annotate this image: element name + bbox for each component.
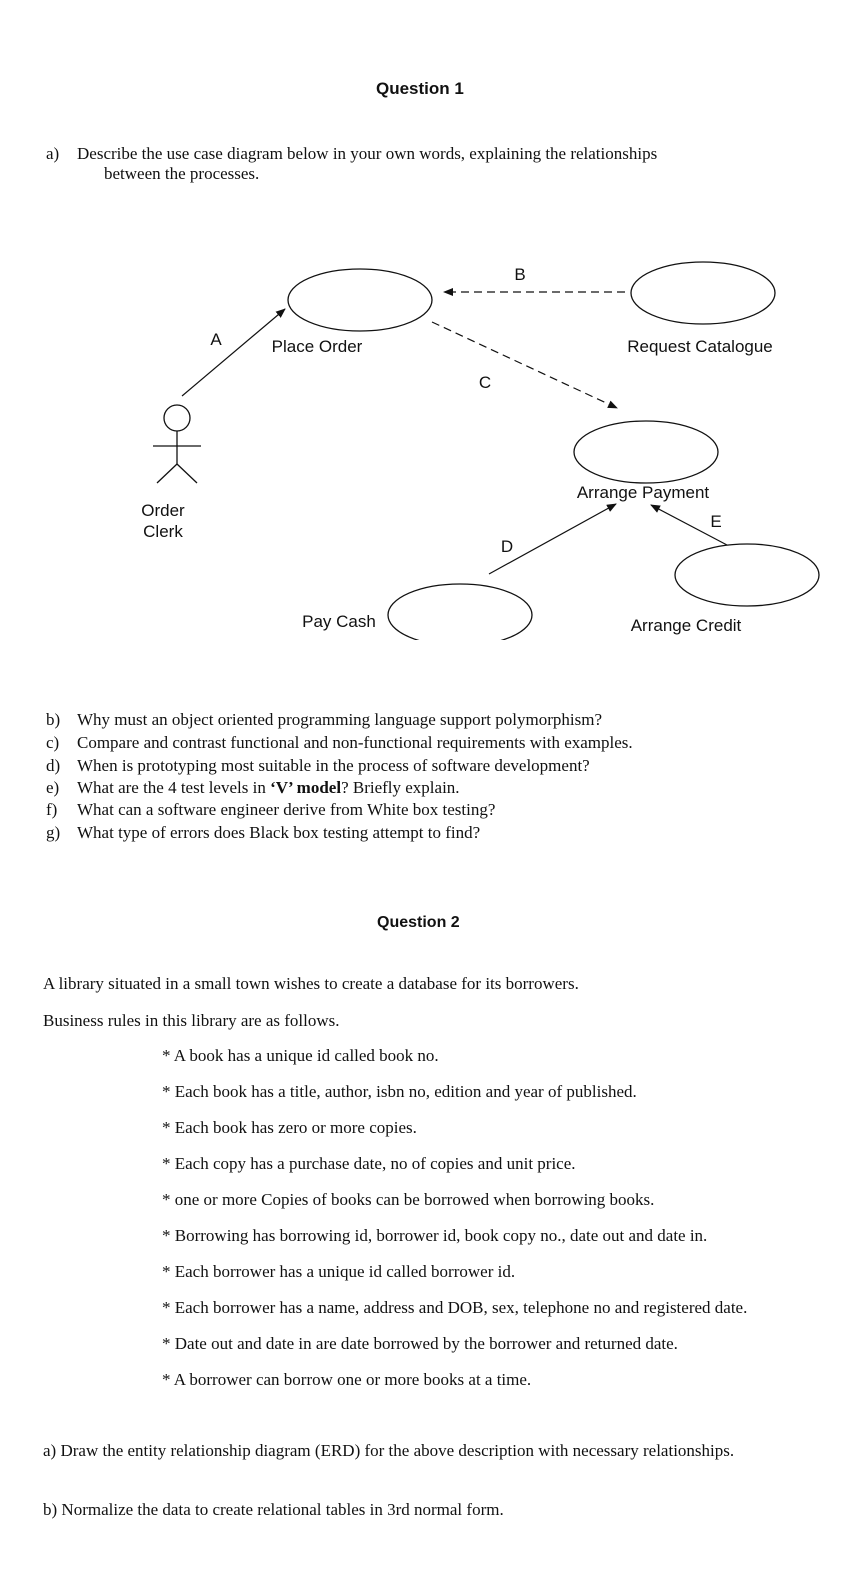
q2-rules-intro: Business rules in this library are as fo… xyxy=(43,1011,340,1030)
q1-e-text-post: ? Briefly explain. xyxy=(341,778,460,797)
use-case-pay-cash xyxy=(387,583,533,640)
q1-f-marker: f) xyxy=(46,800,58,819)
label-arrange-credit: Arrange Credit xyxy=(631,616,742,635)
edge-label-a: A xyxy=(210,330,222,349)
use-case-arrange-credit xyxy=(674,543,820,607)
q1-e-text-pre: What are the 4 test levels in xyxy=(77,778,271,797)
edge-d xyxy=(488,503,617,575)
q1-e-text-bold: ‘V’ model xyxy=(270,778,342,797)
q1-g-text: What type of errors does Black box testi… xyxy=(77,823,481,842)
use-case-request-catalogue xyxy=(630,261,776,325)
rule-item: * one or more Copies of books can be bor… xyxy=(162,1190,655,1209)
edge-label-c: C xyxy=(479,373,491,392)
rule-item: * Date out and date in are date borrowed… xyxy=(162,1334,678,1353)
q1-e-text: What are the 4 test levels in ‘V’ model?… xyxy=(77,778,460,798)
question-1-title: Question 1 xyxy=(376,79,464,98)
rule-item: * Each borrower has a unique id called b… xyxy=(162,1262,516,1281)
q2-task-b: b) Normalize the data to create relation… xyxy=(43,1500,504,1519)
edge-label-e: E xyxy=(710,512,721,531)
edge-label-d: D xyxy=(501,537,513,556)
q1-g-marker: g) xyxy=(46,823,61,842)
q1-f-text: What can a software engineer derive from… xyxy=(77,800,496,819)
label-place-order: Place Order xyxy=(272,337,363,356)
q2-intro: A library situated in a small town wishe… xyxy=(43,974,579,993)
edge-c xyxy=(431,321,618,409)
label-pay-cash: Pay Cash xyxy=(302,612,376,631)
q2-task-a: a) Draw the entity relationship diagram … xyxy=(43,1441,735,1460)
q1-d-text: When is prototyping most suitable in the… xyxy=(77,756,590,775)
label-arrange-payment: Arrange Payment xyxy=(577,483,710,502)
q1-a-line1: Describe the use case diagram below in y… xyxy=(77,144,658,163)
rule-item: * Each copy has a purchase date, no of c… xyxy=(162,1154,576,1173)
rule-item: * Each book has zero or more copies. xyxy=(162,1118,417,1137)
edge-a xyxy=(181,308,286,397)
q1-b-text: Why must an object oriented programming … xyxy=(77,710,602,729)
q1-e-marker: e) xyxy=(46,778,60,797)
use-case-diagram: Order Clerk Place Order Request Catalogu… xyxy=(141,261,820,640)
rule-item: * Each borrower has a name, address and … xyxy=(162,1298,748,1317)
q1-a-line2: between the processes. xyxy=(104,164,260,183)
rule-item: * Borrowing has borrowing id, borrower i… xyxy=(162,1226,708,1245)
use-case-arrange-payment xyxy=(573,420,719,484)
edge-e xyxy=(650,504,728,546)
label-request-catalogue: Request Catalogue xyxy=(627,337,773,356)
rule-item: * A book has a unique id called book no. xyxy=(162,1046,439,1065)
q1-a-marker: a) xyxy=(46,144,60,163)
rule-item: * Each book has a title, author, isbn no… xyxy=(162,1082,637,1101)
edge-label-b: B xyxy=(514,265,525,284)
actor-label-line2: Clerk xyxy=(143,522,183,541)
q1-c-text: Compare and contrast functional and non-… xyxy=(77,733,633,752)
q1-b-marker: b) xyxy=(46,710,61,729)
question-2-title: Question 2 xyxy=(377,914,460,931)
actor-order-clerk xyxy=(153,404,201,484)
use-case-place-order xyxy=(287,268,433,332)
q1-c-marker: c) xyxy=(46,733,60,752)
rule-item: * A borrower can borrow one or more book… xyxy=(162,1370,532,1389)
actor-label-line1: Order xyxy=(141,501,185,520)
q1-d-marker: d) xyxy=(46,756,61,775)
